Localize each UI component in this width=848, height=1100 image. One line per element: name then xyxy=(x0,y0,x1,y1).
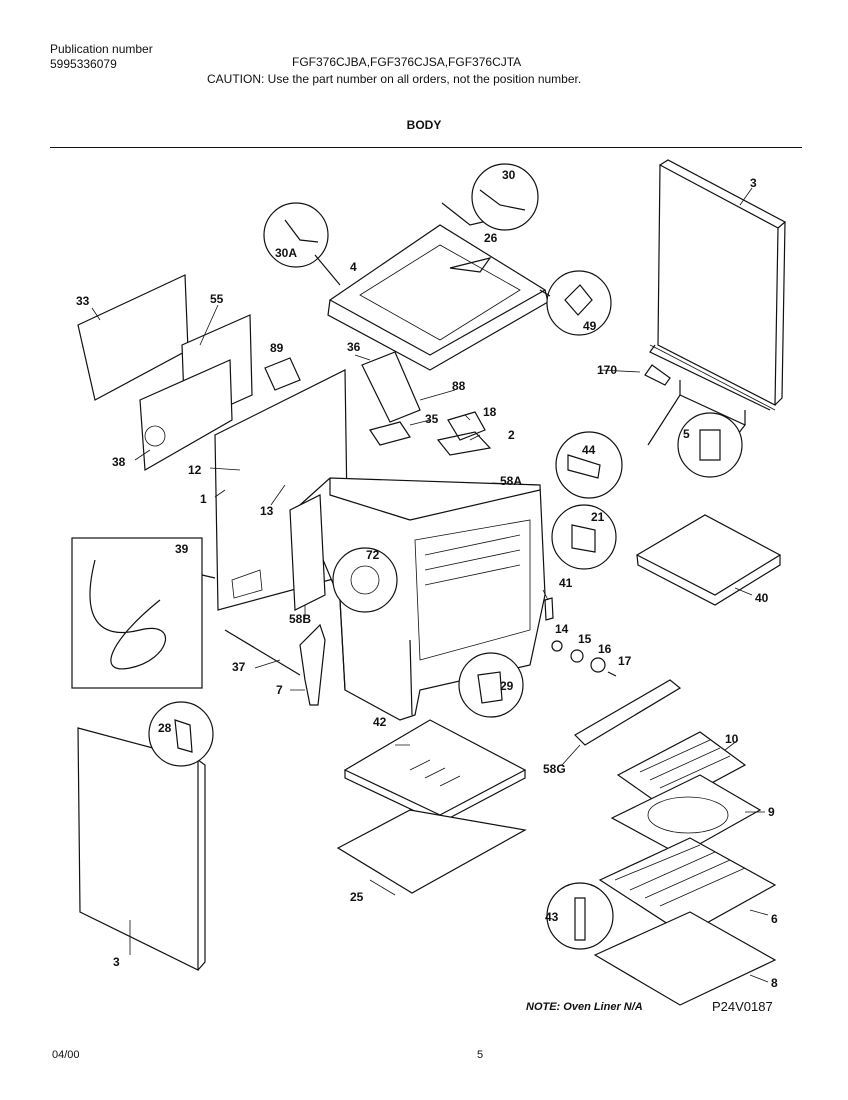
callout-label-41: 41 xyxy=(559,576,573,590)
callout-circle-49 xyxy=(546,270,612,336)
publication-label: Publication number xyxy=(50,42,153,56)
panel-33-drawing xyxy=(77,274,189,401)
callout-label-18: 18 xyxy=(483,405,497,419)
footer-date: 04/00 xyxy=(52,1049,80,1061)
callout-label-7: 7 xyxy=(276,683,283,697)
callout-label-38: 38 xyxy=(112,455,126,469)
callout-label-14: 14 xyxy=(555,622,569,636)
section-title: BODY xyxy=(406,118,442,132)
callout-label-170: 170 xyxy=(597,363,617,377)
callout-label-1: 1 xyxy=(200,492,207,506)
callout-label-6: 6 xyxy=(771,912,778,926)
callout-label-9: 9 xyxy=(768,805,775,819)
oven-bottom-drawing xyxy=(593,911,777,1006)
callout-circle-44 xyxy=(555,431,623,499)
callout-label-44: 44 xyxy=(582,443,596,457)
part-17-drawing xyxy=(607,671,617,677)
callout-label-43: 43 xyxy=(545,910,559,924)
callout-label-42: 42 xyxy=(373,715,387,729)
callout-label-58a: 58A xyxy=(500,474,522,488)
panel-25-drawing xyxy=(336,809,527,894)
callout-label-35: 35 xyxy=(425,412,439,426)
callout-label-29: 29 xyxy=(500,679,514,693)
caution-text: CAUTION: Use the part number on all orde… xyxy=(207,72,582,86)
callout-circle-43 xyxy=(546,882,614,950)
callout-label-89: 89 xyxy=(270,341,284,355)
callout-circle-21 xyxy=(551,504,617,570)
part-35-drawing xyxy=(369,421,411,446)
part-16-drawing xyxy=(590,657,606,673)
callout-circle-29 xyxy=(458,652,524,718)
callout-label-12: 12 xyxy=(188,463,202,477)
callout-label-40: 40 xyxy=(755,591,769,605)
callout-label-58g: 58G xyxy=(543,762,566,776)
callout-label-15: 15 xyxy=(578,632,592,646)
callout-circle-5 xyxy=(677,412,743,478)
callout-label-49: 49 xyxy=(583,319,597,333)
top-panel-drawing xyxy=(327,202,549,371)
part-36-drawing xyxy=(361,351,421,423)
callout-label-39: 39 xyxy=(175,542,189,556)
figure-id: P24V0187 xyxy=(712,999,773,1014)
part-7-drawing xyxy=(299,623,326,706)
callout-box-39 xyxy=(71,537,203,689)
model-numbers: FGF376CJBA,FGF376CJSA,FGF376CJTA xyxy=(292,55,522,69)
callout-label-55: 55 xyxy=(210,292,224,306)
header-divider xyxy=(50,147,802,148)
callout-label-25: 25 xyxy=(350,890,364,904)
trim-58g-drawing xyxy=(574,679,682,746)
callout-label-36: 36 xyxy=(347,340,361,354)
part-15-drawing xyxy=(570,649,584,663)
panel-42-drawing xyxy=(343,719,527,816)
callout-label-2: 2 xyxy=(508,428,515,442)
callout-label-28: 28 xyxy=(158,721,172,735)
callout-label-13: 13 xyxy=(260,504,274,518)
callout-label-30a: 30A xyxy=(275,246,297,260)
callout-label-21: 21 xyxy=(591,510,605,524)
callout-label-26: 26 xyxy=(484,231,498,245)
bracket-40-drawing xyxy=(635,514,782,596)
part-2-drawing xyxy=(436,431,492,456)
callout-circle-72 xyxy=(332,547,398,613)
publication-number: 5995336079 xyxy=(50,57,117,71)
callout-label-72: 72 xyxy=(366,548,380,562)
part-37-drawing xyxy=(224,629,301,676)
side-panel-upper-drawing xyxy=(649,159,787,411)
callout-labels: 30 3 30A 26 4 49 33 55 89 36 88 170 18 3… xyxy=(76,168,778,990)
callout-label-8: 8 xyxy=(771,976,778,990)
callout-label-4: 4 xyxy=(350,260,357,274)
callout-label-33: 33 xyxy=(76,294,90,308)
bracket-170 xyxy=(644,364,671,386)
page-number: 5 xyxy=(477,1049,484,1061)
callout-label-3-upper: 3 xyxy=(750,176,757,190)
callout-label-17: 17 xyxy=(618,654,632,668)
callout-label-5: 5 xyxy=(683,427,690,441)
part-89-drawing xyxy=(264,357,301,391)
callout-label-58b: 58B xyxy=(289,612,311,626)
oven-rack-drawing xyxy=(598,837,777,936)
part-14-drawing xyxy=(551,640,563,652)
callout-circle-30 xyxy=(471,163,539,231)
publication-block: Publication number 5995336079 xyxy=(50,42,153,72)
callout-label-16: 16 xyxy=(598,642,612,656)
oven-liner-note: NOTE: Oven Liner N/A xyxy=(526,1001,643,1013)
part-41-drawing xyxy=(544,597,554,621)
broiler-pan-drawing xyxy=(610,774,762,856)
callout-label-30: 30 xyxy=(502,168,516,182)
callout-label-88: 88 xyxy=(452,379,466,393)
callout-circle-28 xyxy=(148,701,214,767)
part-18-drawing xyxy=(447,411,486,441)
callout-label-10: 10 xyxy=(725,732,739,746)
callout-label-37: 37 xyxy=(232,660,246,674)
callout-label-3-lower: 3 xyxy=(113,955,120,969)
